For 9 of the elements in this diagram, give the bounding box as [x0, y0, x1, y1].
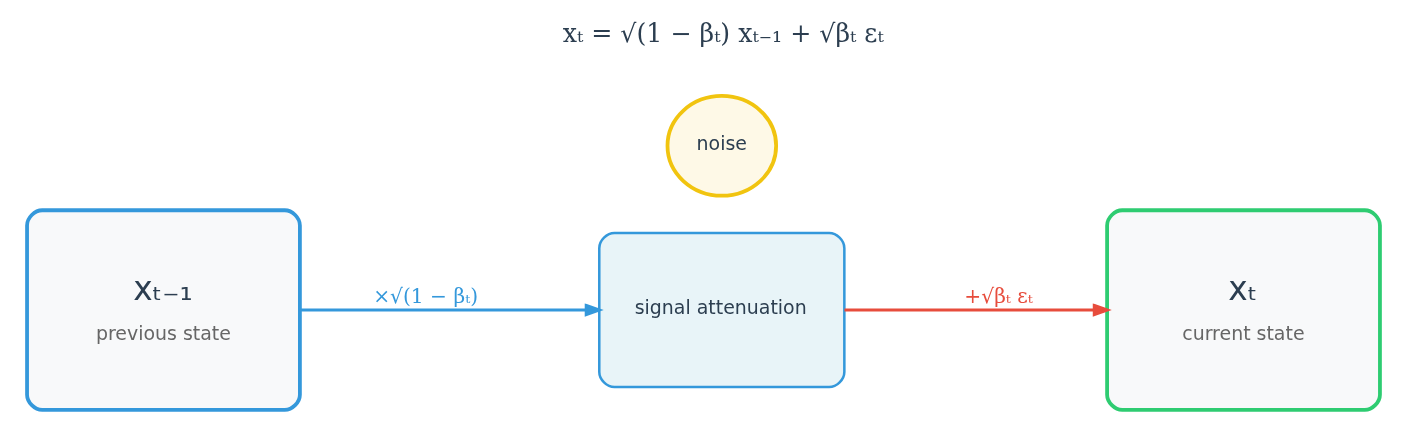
arrow	[844, 303, 1112, 317]
node-box: xₜ current state	[1105, 208, 1382, 412]
node-box: signal attenuation	[598, 231, 846, 389]
node-circle: noise	[665, 94, 779, 198]
edge-label: ×√(1 − βₜ)	[373, 284, 479, 309]
node-box: xₜ₋₁ previous state	[25, 208, 302, 412]
arrow	[300, 303, 604, 317]
edge-label: +√βₜ εₜ	[964, 284, 1033, 309]
label: xₜ = √(1 − βₜ) xₜ₋₁ + √βₜ εₜ	[562, 19, 884, 49]
